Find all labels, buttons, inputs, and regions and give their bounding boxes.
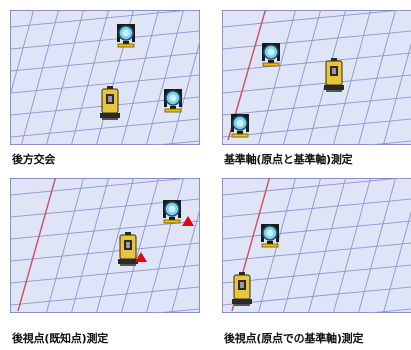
panel-backsight-known-point <box>10 178 200 313</box>
grid-background <box>222 178 411 313</box>
panel-backsight-origin-axis <box>222 178 411 313</box>
panel-reference-axis <box>222 10 411 145</box>
total-station-icon <box>117 231 139 267</box>
red-triangle-marker-icon <box>182 216 194 226</box>
panel-caption: 後視点(既知点)測定 <box>12 332 109 345</box>
red-triangle-marker-icon <box>135 252 147 262</box>
total-station-icon <box>99 85 121 121</box>
total-station-icon <box>323 57 345 93</box>
panel-resection <box>10 10 200 145</box>
panel-caption: 後視点(原点での基準軸)測定 <box>224 332 364 345</box>
panel-caption: 基準軸(原点と基準軸)測定 <box>224 153 353 166</box>
reference-axis-line <box>17 178 57 312</box>
total-station-icon <box>231 271 253 307</box>
grid-background <box>10 10 200 145</box>
panel-caption: 後方交会 <box>12 153 56 166</box>
grid-background <box>10 178 200 313</box>
grid-background <box>222 10 411 145</box>
